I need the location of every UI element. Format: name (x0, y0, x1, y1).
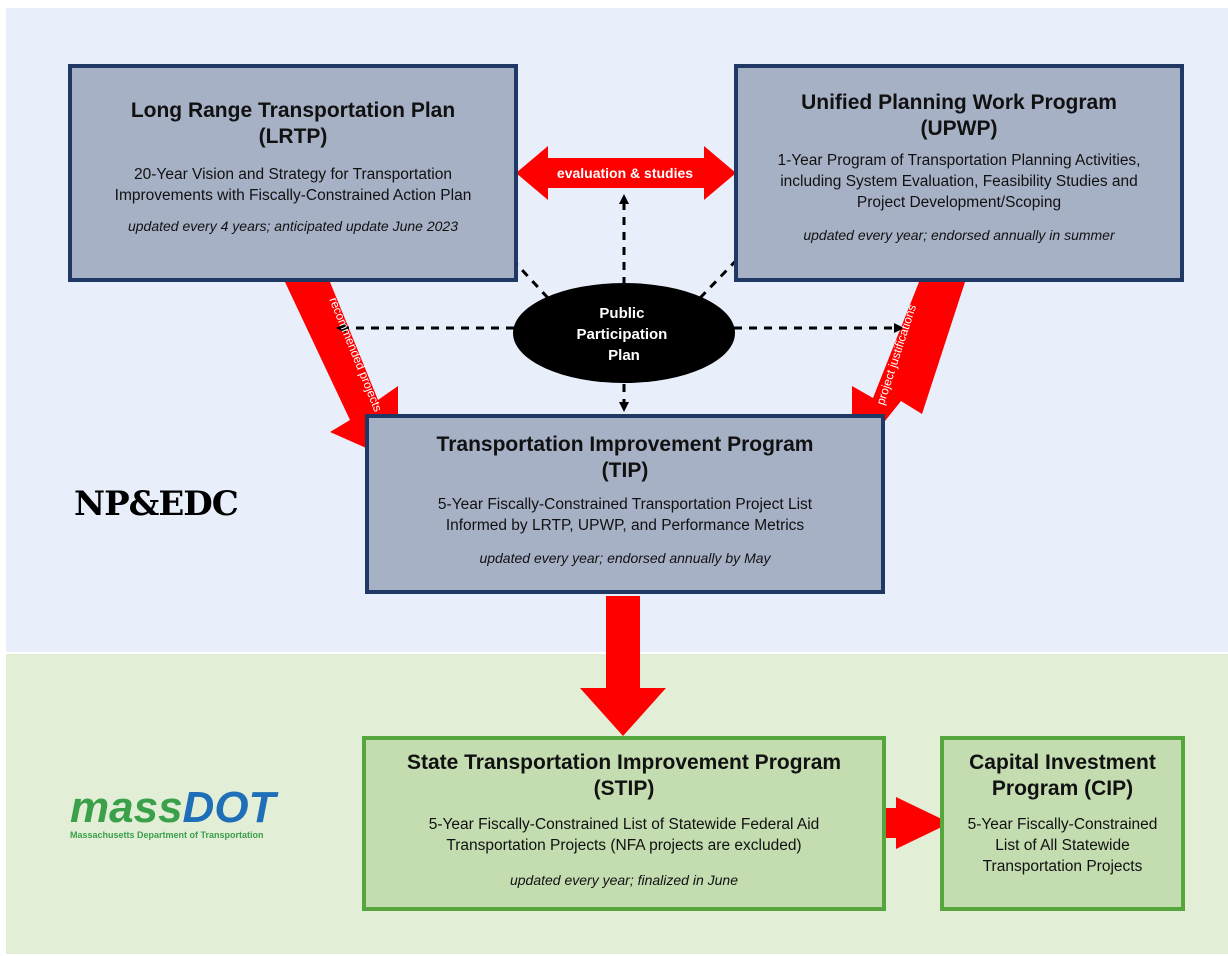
lrtp-title: Long Range Transportation Plan (LRTP) (72, 98, 514, 150)
cip-desc-line2: List of All Statewide (995, 837, 1130, 854)
ppp-label-line2: Participation (576, 326, 667, 343)
tip-update-note: updated every year; endorsed annually by… (479, 550, 771, 566)
lrtp-title-line1: Long Range Transportation Plan (130, 99, 456, 122)
tip-description: 5-Year Fiscally-Constrained Transportati… (369, 494, 881, 536)
evaluation-studies-arrow (516, 146, 736, 200)
upwp-title-line1: Unified Planning Work Program (801, 91, 1117, 114)
lrtp-desc-line1: 20-Year Vision and Strategy for Transpor… (134, 166, 452, 183)
tip-desc-line1: 5-Year Fiscally-Constrained Transportati… (437, 496, 813, 513)
cip-title: Capital Investment Program (CIP) (944, 750, 1181, 802)
public-participation-ellipse (513, 283, 735, 383)
stip-desc-line1: 5-Year Fiscally-Constrained List of Stat… (428, 816, 820, 833)
lrtp-desc-line2: Improvements with Fiscally-Constrained A… (114, 187, 472, 204)
cip-title-line2: Program (CIP) (991, 777, 1134, 800)
massdot-logo: massDOT (70, 786, 275, 830)
ppp-label-line3: Plan (608, 347, 640, 364)
upwp-update-note: updated every year; endorsed annually in… (803, 227, 1115, 243)
svg-text:Public Participation P: Public Participation Plan (576, 305, 671, 364)
upwp-desc-line1: 1-Year Program of Transportation Plannin… (777, 152, 1141, 169)
upwp-desc-line2: including System Evaluation, Feasibility… (780, 173, 1138, 190)
upwp-desc-line3: Project Development/Scoping (856, 194, 1062, 211)
cip-title-line1: Capital Investment (969, 751, 1156, 774)
stip-desc-line2: Transportation Projects (NFA projects ar… (446, 837, 802, 854)
upwp-title: Unified Planning Work Program (UPWP) (738, 90, 1180, 142)
lrtp-box: Long Range Transportation Plan (LRTP) 20… (68, 64, 518, 282)
massdot-logo-dot: DOT (182, 783, 276, 832)
lrtp-update-note: updated every 4 years; anticipated updat… (127, 218, 459, 234)
cip-description: 5-Year Fiscally-Constrained List of All … (944, 814, 1181, 877)
stip-update-note: updated every year; finalized in June (509, 872, 739, 888)
stip-description: 5-Year Fiscally-Constrained List of Stat… (366, 814, 882, 856)
stip-title-line2: (STIP) (593, 777, 655, 800)
massdot-logo-subtitle: Massachusetts Department of Transportati… (70, 830, 264, 840)
cip-box: Capital Investment Program (CIP) 5-Year … (940, 736, 1185, 911)
npedc-logo: NP&EDC (74, 484, 239, 524)
tip-desc-line2: Informed by LRTP, UPWP, and Performance … (445, 517, 805, 534)
tip-title-line1: Transportation Improvement Program (436, 433, 814, 456)
stip-title: State Transportation Improvement Program… (366, 750, 882, 802)
upwp-box: Unified Planning Work Program (UPWP) 1-Y… (734, 64, 1184, 282)
stip-to-cip-arrow (886, 797, 950, 849)
upwp-description: 1-Year Program of Transportation Plannin… (738, 150, 1180, 213)
upwp-title-line2: (UPWP) (920, 117, 998, 140)
tip-box: Transportation Improvement Program (TIP)… (365, 414, 885, 594)
evaluation-studies-label: evaluation & studies (557, 165, 693, 181)
lrtp-title-line2: (LRTP) (258, 125, 328, 148)
cip-desc-line1: 5-Year Fiscally-Constrained (967, 816, 1158, 833)
tip-title: Transportation Improvement Program (TIP) (369, 432, 881, 484)
lrtp-description: 20-Year Vision and Strategy for Transpor… (72, 164, 514, 206)
cip-desc-line3: Transportation Projects (982, 858, 1143, 875)
massdot-logo-mass: mass (70, 783, 183, 832)
stip-title-line1: State Transportation Improvement Program (406, 751, 842, 774)
ppp-label-line1: Public (599, 305, 644, 322)
stip-box: State Transportation Improvement Program… (362, 736, 886, 911)
tip-title-line2: (TIP) (601, 459, 649, 482)
tip-to-stip-arrow (580, 596, 666, 736)
